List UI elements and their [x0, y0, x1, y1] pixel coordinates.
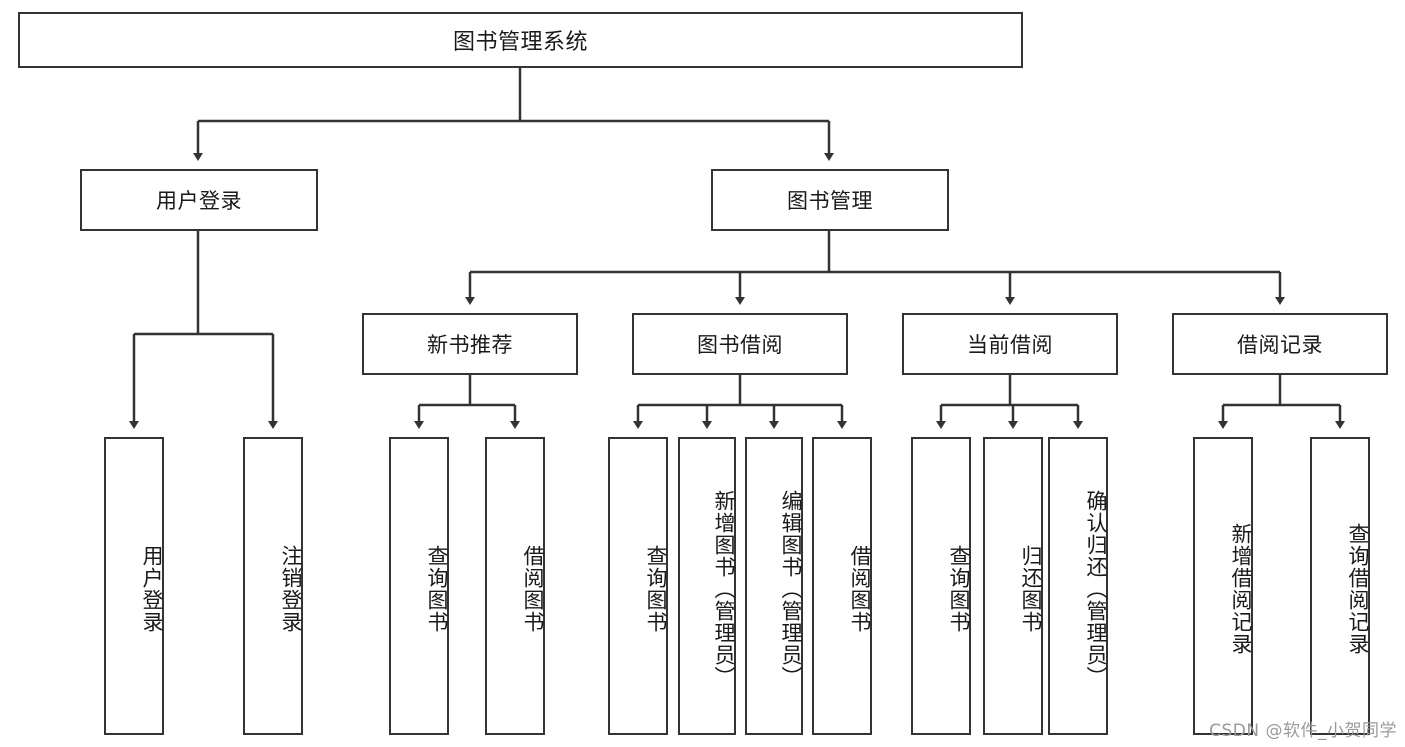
node-borrow-record[interactable]: 借阅记录 [1172, 313, 1388, 375]
leaf-add-book-admin-label: 新增图书（管理员） [712, 490, 736, 688]
leaf-user-login[interactable]: 用户登录 [104, 437, 164, 735]
node-new-book-recommend-label: 新书推荐 [427, 333, 513, 357]
leaf-return-book[interactable]: 归还图书 [983, 437, 1043, 735]
leaf-borrow-book-label: 借阅图书 [848, 545, 872, 633]
leaf-confirm-return-admin-label: 确认归还（管理员） [1084, 490, 1108, 688]
node-book-management[interactable]: 图书管理 [711, 169, 949, 231]
leaf-rec-borrow-book-label: 借阅图书 [521, 545, 545, 633]
leaf-borrow-query-book-label: 查询图书 [644, 545, 668, 633]
node-book-management-label: 图书管理 [787, 189, 873, 213]
leaf-add-book-admin[interactable]: 新增图书（管理员） [678, 437, 736, 735]
leaf-current-query-book-label: 查询图书 [947, 545, 971, 633]
leaf-logout-label: 注销登录 [279, 545, 303, 633]
leaf-query-borrow-record[interactable]: 查询借阅记录 [1310, 437, 1370, 735]
leaf-rec-borrow-book[interactable]: 借阅图书 [485, 437, 545, 735]
node-user-login-label: 用户登录 [156, 189, 242, 213]
leaf-edit-book-admin-label: 编辑图书（管理员） [779, 490, 803, 688]
node-book-borrow-label: 图书借阅 [697, 333, 783, 357]
node-current-borrow[interactable]: 当前借阅 [902, 313, 1118, 375]
leaf-add-borrow-record-label: 新增借阅记录 [1229, 523, 1253, 655]
leaf-edit-book-admin[interactable]: 编辑图书（管理员） [745, 437, 803, 735]
leaf-add-borrow-record[interactable]: 新增借阅记录 [1193, 437, 1253, 735]
leaf-borrow-query-book[interactable]: 查询图书 [608, 437, 668, 735]
leaf-rec-query-book-label: 查询图书 [425, 545, 449, 633]
node-new-book-recommend[interactable]: 新书推荐 [362, 313, 578, 375]
leaf-user-login-label: 用户登录 [140, 545, 164, 633]
node-user-login[interactable]: 用户登录 [80, 169, 318, 231]
node-borrow-record-label: 借阅记录 [1237, 333, 1323, 357]
node-root-label: 图书管理系统 [452, 30, 588, 55]
watermark: CSDN @软件_小贺同学 [1209, 721, 1397, 741]
leaf-confirm-return-admin[interactable]: 确认归还（管理员） [1048, 437, 1108, 735]
node-root[interactable]: 图书管理系统 [18, 12, 1023, 68]
node-book-borrow[interactable]: 图书借阅 [632, 313, 848, 375]
leaf-query-borrow-record-label: 查询借阅记录 [1346, 523, 1370, 655]
node-current-borrow-label: 当前借阅 [967, 333, 1053, 357]
leaf-rec-query-book[interactable]: 查询图书 [389, 437, 449, 735]
leaf-borrow-book[interactable]: 借阅图书 [812, 437, 872, 735]
leaf-current-query-book[interactable]: 查询图书 [911, 437, 971, 735]
leaf-logout[interactable]: 注销登录 [243, 437, 303, 735]
leaf-return-book-label: 归还图书 [1019, 545, 1043, 633]
